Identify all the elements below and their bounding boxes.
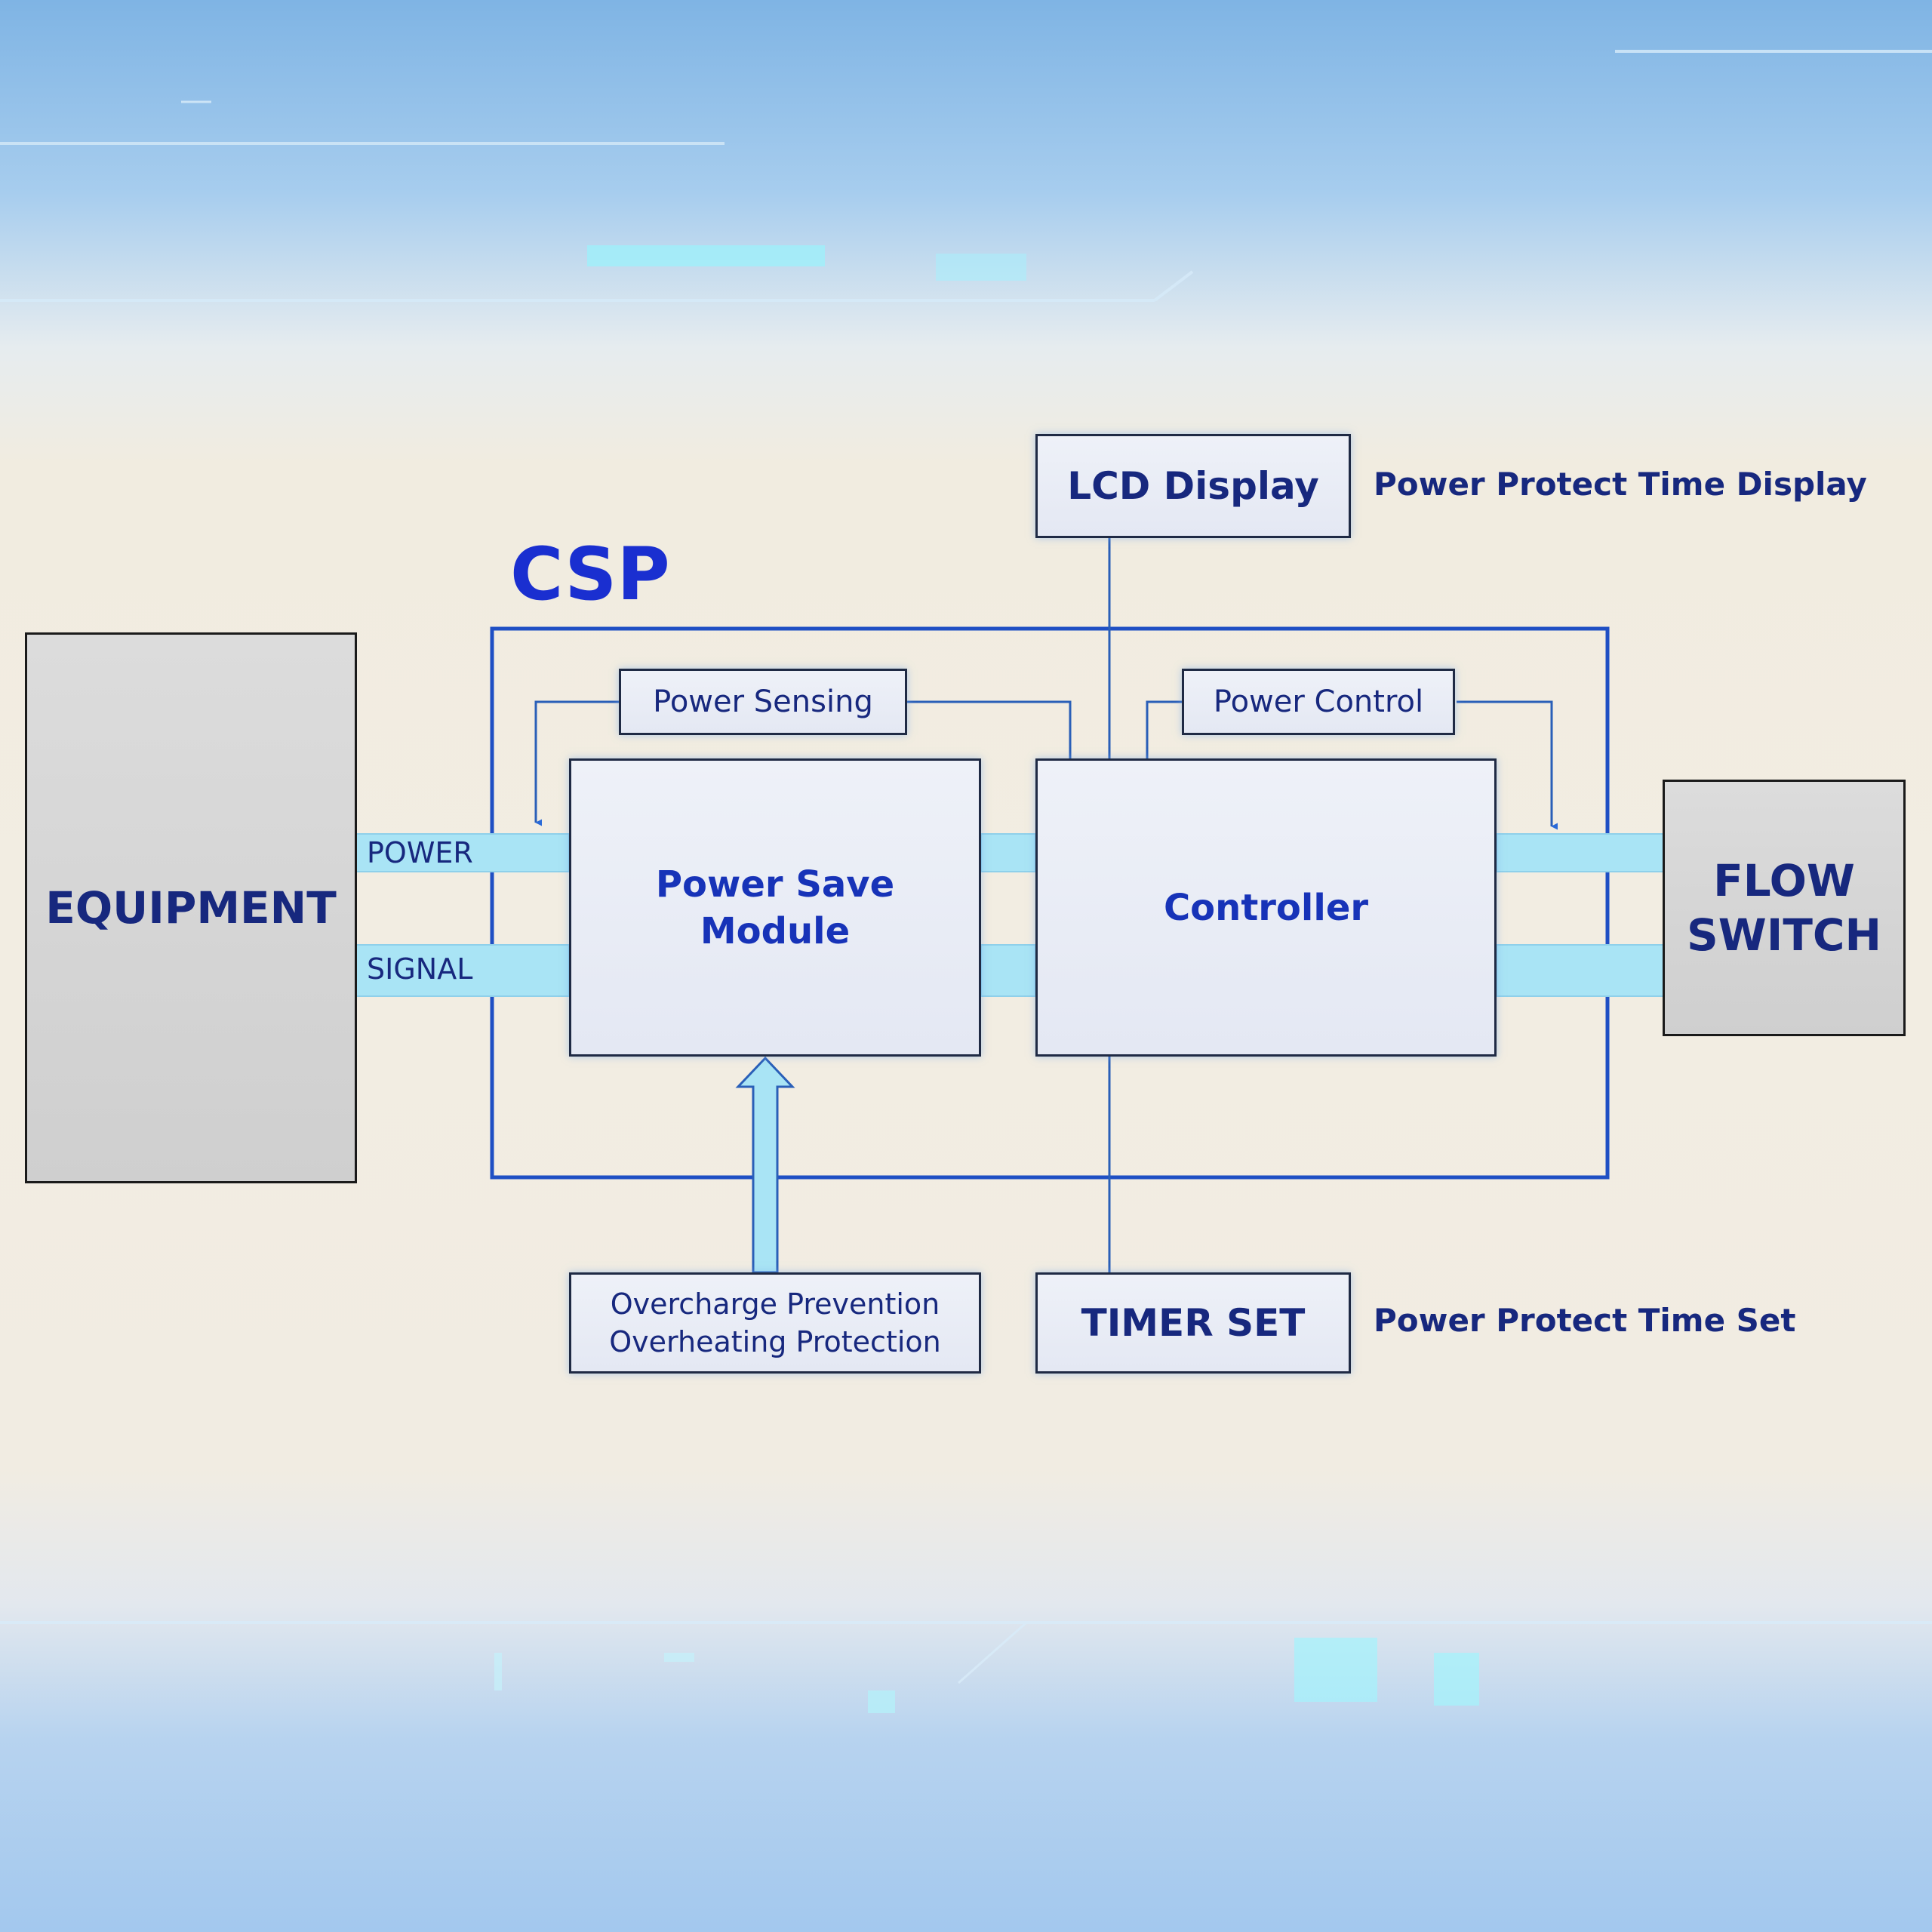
channels <box>355 833 1665 997</box>
flow-switch-label-line2: SWITCH <box>1687 909 1881 961</box>
connector-lines <box>534 537 1558 1272</box>
equipment-label: EQUIPMENT <box>45 882 337 934</box>
protection-block: Overcharge Prevention Overheating Protec… <box>569 1272 981 1374</box>
decorative-streaks <box>0 50 1932 1713</box>
lcd-display-label: LCD Display <box>1067 464 1319 508</box>
signal-link-label: SIGNAL <box>367 952 473 986</box>
power-save-module-block: Power Save Module <box>569 758 981 1057</box>
protection-arrow-icon <box>735 1056 795 1274</box>
power-save-module-label-line1: Power Save <box>655 863 895 906</box>
controller-block: Controller <box>1035 758 1497 1057</box>
power-link-label: POWER <box>367 836 473 869</box>
lcd-display-block: LCD Display <box>1035 434 1351 538</box>
csp-frame <box>490 626 1610 1180</box>
timer-set-label: TIMER SET <box>1081 1301 1306 1345</box>
power-sensing-block: Power Sensing <box>619 669 907 735</box>
power-control-block: Power Control <box>1182 669 1455 735</box>
lcd-display-note: Power Protect Time Display <box>1374 466 1867 503</box>
controller-label: Controller <box>1163 886 1369 929</box>
overheating-protection-label: Overheating Protection <box>609 1325 941 1358</box>
flow-switch-label-line1: FLOW <box>1713 855 1855 906</box>
power-control-label: Power Control <box>1213 685 1424 719</box>
flow-switch-block: FLOW SWITCH <box>1663 780 1906 1036</box>
equipment-block: EQUIPMENT <box>25 632 357 1183</box>
overcharge-prevention-label: Overcharge Prevention <box>610 1287 940 1321</box>
timer-set-block: TIMER SET <box>1035 1272 1351 1374</box>
power-sensing-label: Power Sensing <box>653 685 873 719</box>
diagram-title: CSP <box>510 532 670 617</box>
power-save-module-label-line2: Module <box>700 909 851 952</box>
timer-set-note: Power Protect Time Set <box>1374 1302 1796 1339</box>
